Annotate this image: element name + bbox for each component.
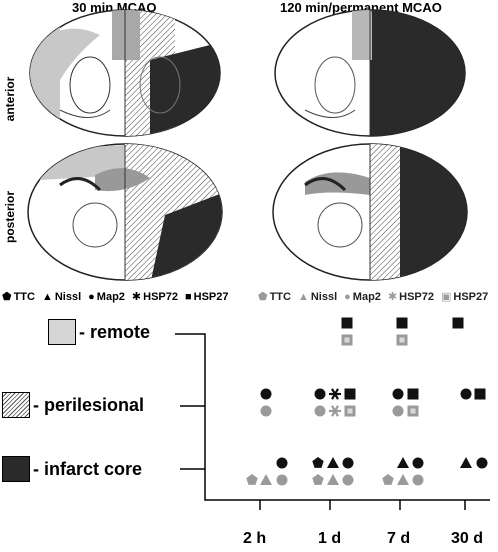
square-marker (396, 334, 408, 346)
circle-marker (276, 474, 288, 486)
square-marker (396, 317, 408, 329)
circle-marker (314, 405, 326, 417)
brain-120min-posterior (272, 143, 468, 281)
square-marker (344, 388, 356, 400)
right-panel-title: 120 min/permanent MCAO (280, 0, 442, 15)
brain-30min-anterior (29, 9, 221, 137)
remote-swatch (48, 319, 76, 345)
region-perilesional: - perilesional (2, 392, 144, 418)
perilesional-swatch (2, 392, 30, 418)
region-remote: - remote (48, 319, 150, 345)
tick-label-2h: 2 h (243, 530, 267, 547)
asterisk-marker (329, 405, 341, 417)
core-swatch (2, 456, 30, 482)
circle-marker (392, 388, 404, 400)
circle-marker (314, 388, 326, 400)
legend-dark: ⬟TTC ▲Nissl ●Map2 ✱HSP72 ■HSP27 (2, 290, 234, 304)
triangle-marker (327, 457, 339, 468)
legend-label: Map2 (352, 290, 381, 303)
asterisk-icon: ✱ (131, 291, 142, 303)
circle-marker (260, 388, 272, 400)
brain-schematics (27, 9, 468, 281)
triangle-marker (397, 474, 409, 485)
square-marker (474, 388, 486, 400)
circle-marker (342, 457, 354, 469)
triangle-marker (397, 457, 409, 468)
square-marker (407, 388, 419, 400)
circle-marker (392, 405, 404, 417)
square-marker (344, 405, 356, 417)
square-marker (407, 405, 419, 417)
region-perilesional-label: - perilesional (33, 394, 145, 415)
triangle-marker (260, 474, 272, 485)
square-marker (452, 317, 464, 329)
legend-label: Map2 (96, 290, 125, 303)
circle-marker (276, 457, 288, 469)
square-icon: ▣ (441, 291, 452, 303)
triangle-icon: ▲ (297, 290, 309, 303)
brain-30min-posterior (27, 143, 223, 281)
circle-marker (342, 474, 354, 486)
circle-marker (412, 474, 424, 486)
pentagon-marker (312, 457, 324, 468)
pentagon-marker (312, 474, 324, 485)
square-marker (341, 317, 353, 329)
circle-icon: ● (344, 290, 351, 303)
circle-marker (412, 457, 424, 469)
pentagon-marker (382, 474, 394, 485)
asterisk-icon: ✱ (387, 291, 398, 303)
circle-marker (476, 457, 488, 469)
square-icon: ■ (185, 290, 192, 303)
pentagon-icon: ⬟ (2, 291, 12, 303)
legend-label: HSP27 (453, 290, 489, 303)
pentagon-icon: ⬟ (258, 291, 268, 303)
tick-label-1d: 1 d (318, 530, 342, 547)
triangle-marker (460, 457, 472, 468)
brain-120min-anterior (274, 9, 466, 137)
legend-label: HSP27 (193, 290, 229, 303)
tick-label-7d: 7 d (387, 530, 411, 547)
legend-label: TTC (13, 290, 35, 303)
legend-label: TTC (269, 290, 291, 303)
square-marker (341, 334, 353, 346)
legend-label: HSP72 (399, 290, 434, 303)
legend-label: Nissl (54, 290, 82, 303)
legend-label: Nissl (310, 290, 338, 303)
circle-marker (260, 405, 272, 417)
region-core-label: - infarct core (33, 458, 143, 479)
legend-label: HSP72 (143, 290, 178, 303)
asterisk-marker (329, 388, 341, 400)
pentagon-marker (246, 474, 258, 485)
triangle-icon: ▲ (41, 290, 53, 303)
region-core: - infarct core (2, 456, 142, 482)
legend-gray: ⬟TTC ▲Nissl ●Map2 ✱HSP72 ▣HSP27 (258, 290, 493, 304)
circle-icon: ● (88, 290, 95, 303)
circle-marker (460, 388, 472, 400)
triangle-marker (327, 474, 339, 485)
region-remote-label: - remote (79, 321, 151, 342)
tick-label-30d: 30 d (451, 530, 484, 547)
